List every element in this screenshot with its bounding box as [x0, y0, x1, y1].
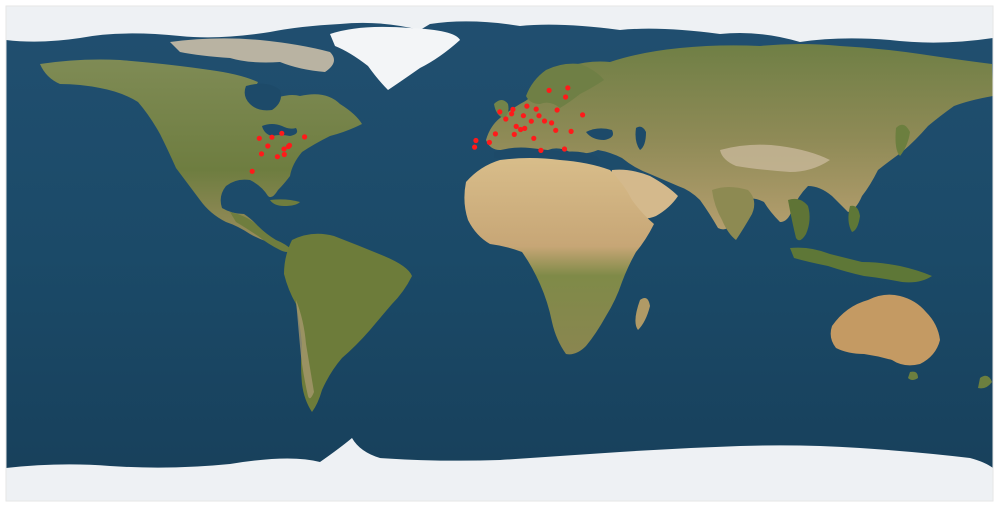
- tibet-plateau: [720, 144, 830, 172]
- greenland: [330, 26, 460, 90]
- scandinavia: [526, 63, 604, 108]
- location-marker-north-america-10[interactable]: [249, 168, 255, 174]
- location-marker-north-america-4[interactable]: [265, 143, 271, 149]
- south-america: [284, 233, 412, 412]
- black-sea: [586, 128, 613, 140]
- location-marker-europe-36[interactable]: [538, 147, 544, 153]
- location-marker-north-america-8[interactable]: [286, 142, 293, 148]
- location-marker-north-america-0[interactable]: [269, 134, 275, 140]
- india: [712, 187, 755, 240]
- location-marker-europe-28[interactable]: [536, 113, 542, 119]
- location-marker-north-america-11[interactable]: [281, 151, 287, 158]
- map-frame: [5, 5, 994, 502]
- location-marker-europe-32[interactable]: [561, 146, 568, 152]
- africa: [464, 158, 654, 355]
- location-marker-europe-16[interactable]: [503, 116, 509, 122]
- location-marker-europe-21[interactable]: [533, 106, 539, 112]
- hudson-bay: [244, 83, 281, 111]
- location-marker-europe-25[interactable]: [541, 118, 548, 124]
- location-marker-europe-35[interactable]: [511, 131, 517, 137]
- location-marker-europe-22[interactable]: [528, 118, 534, 124]
- location-marker-europe-37[interactable]: [580, 112, 586, 118]
- location-marker-europe-38[interactable]: [563, 94, 569, 100]
- caspian-sea: [635, 126, 646, 150]
- location-marker-europe-14[interactable]: [486, 139, 492, 145]
- location-marker-north-america-2[interactable]: [302, 134, 308, 140]
- arctic-ice: [6, 6, 993, 43]
- location-marker-north-america-1[interactable]: [279, 130, 285, 136]
- location-marker-europe-30[interactable]: [546, 87, 552, 93]
- madagascar: [635, 298, 650, 330]
- location-marker-europe-13[interactable]: [472, 144, 478, 150]
- caribbean: [270, 199, 300, 206]
- indonesia: [790, 247, 932, 283]
- location-marker-europe-39[interactable]: [553, 127, 559, 133]
- location-marker-north-america-3[interactable]: [256, 135, 262, 141]
- location-marker-north-america-9[interactable]: [274, 154, 280, 160]
- eurasia: [486, 44, 993, 230]
- japan: [895, 124, 910, 156]
- location-marker-europe-19[interactable]: [497, 109, 503, 115]
- location-markers: [249, 85, 586, 174]
- location-marker-north-america-5[interactable]: [258, 151, 265, 157]
- andes-desert: [296, 300, 314, 399]
- location-marker-north-america-6[interactable]: [281, 146, 287, 152]
- location-marker-europe-27[interactable]: [554, 107, 560, 113]
- location-marker-europe-26[interactable]: [549, 120, 555, 126]
- great-lakes: [262, 124, 298, 136]
- location-marker-europe-40[interactable]: [518, 126, 524, 133]
- north-america: [40, 59, 362, 244]
- antarctica: [6, 438, 993, 501]
- location-marker-europe-20[interactable]: [520, 113, 527, 119]
- location-marker-europe-23[interactable]: [522, 125, 528, 131]
- location-marker-europe-33[interactable]: [524, 103, 530, 109]
- indochina: [788, 198, 810, 241]
- location-marker-europe-24[interactable]: [531, 135, 537, 141]
- new-zealand: [978, 375, 992, 389]
- british-isles: [494, 100, 509, 118]
- arctic-islands: [170, 38, 334, 72]
- location-marker-europe-34[interactable]: [513, 123, 519, 129]
- philippines: [848, 205, 860, 232]
- location-marker-europe-18[interactable]: [510, 106, 516, 112]
- australia: [830, 294, 940, 366]
- location-marker-europe-17[interactable]: [509, 111, 515, 117]
- location-marker-europe-31[interactable]: [568, 128, 574, 134]
- central-america: [230, 212, 292, 252]
- location-marker-europe-15[interactable]: [492, 131, 498, 137]
- tasmania: [908, 371, 918, 380]
- location-marker-europe-12[interactable]: [473, 137, 479, 144]
- location-marker-europe-29[interactable]: [565, 85, 571, 91]
